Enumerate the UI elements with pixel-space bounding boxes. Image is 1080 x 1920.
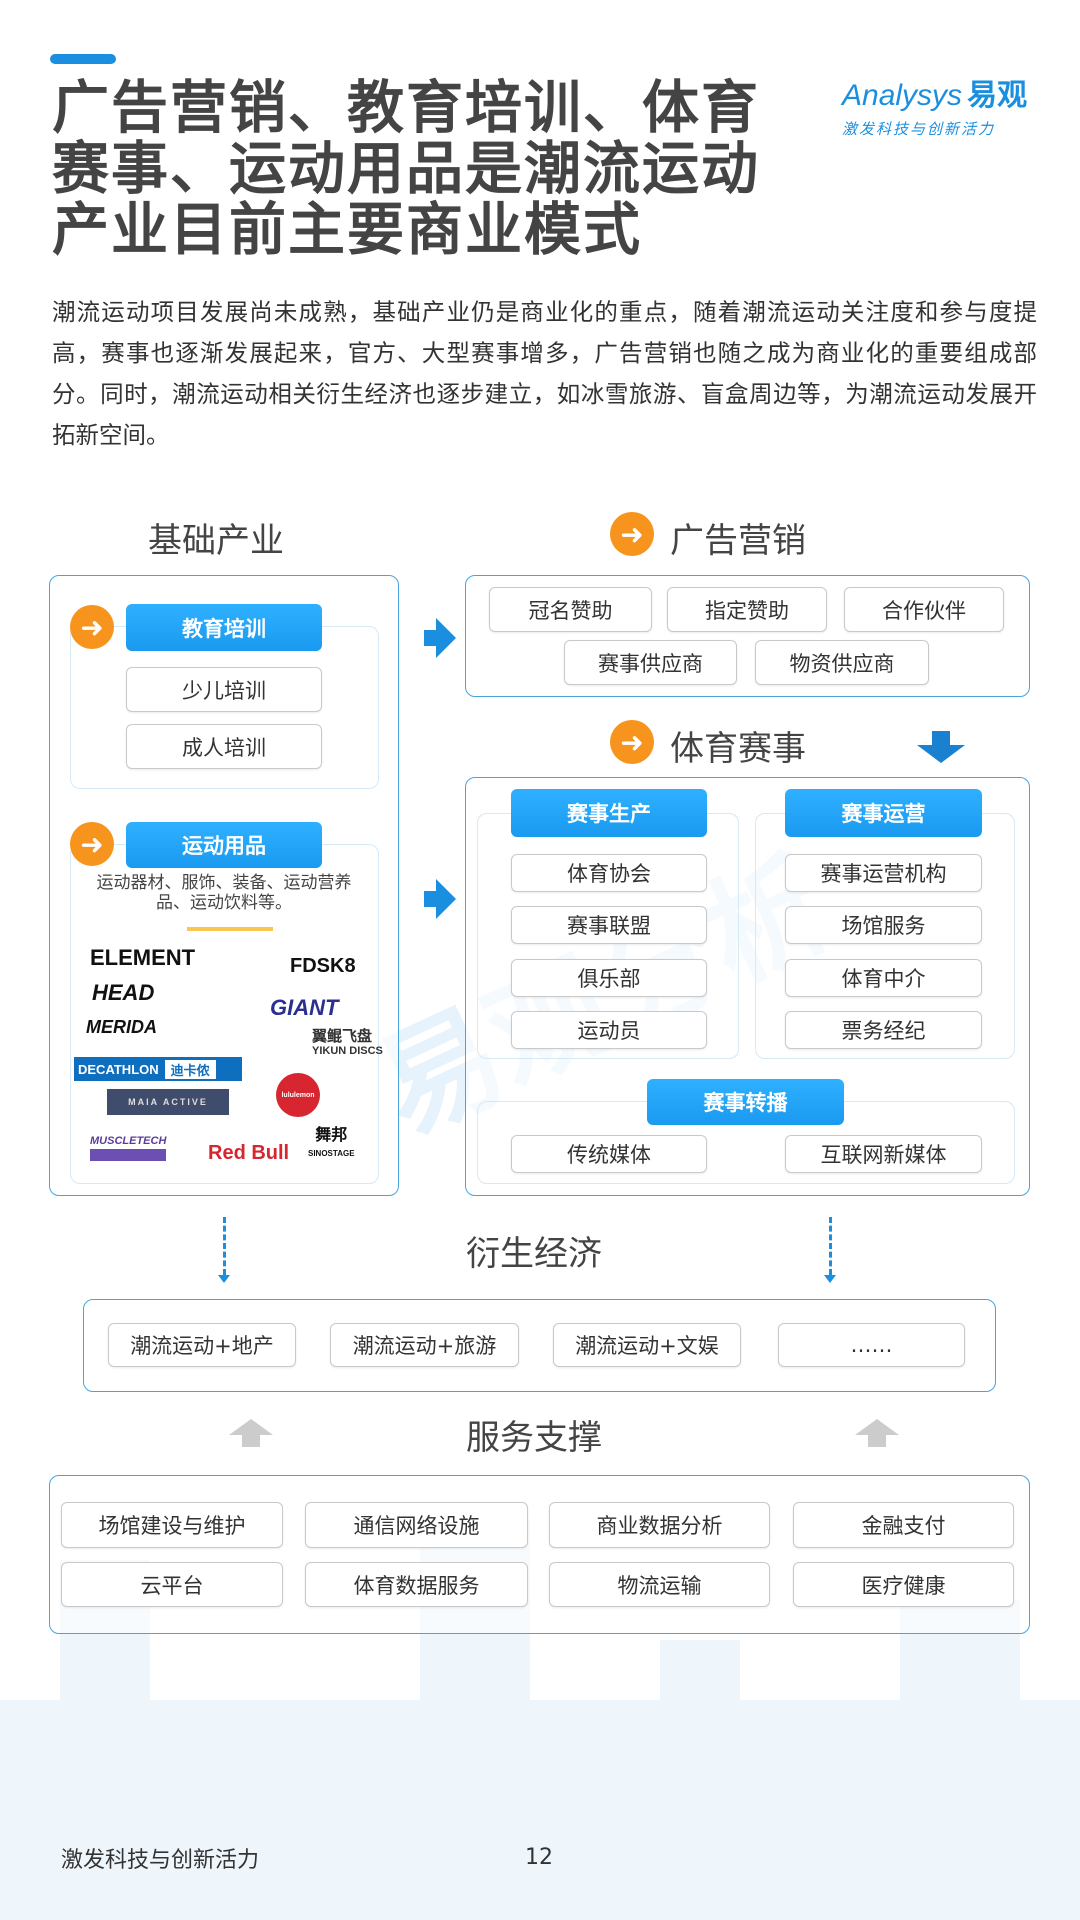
ad-item: 物资供应商 — [755, 640, 929, 685]
support-item: 商业数据分析 — [549, 1502, 770, 1548]
arrow-right-icon — [424, 879, 456, 919]
production-item: 体育协会 — [511, 854, 707, 892]
production-item: 运动员 — [511, 1011, 707, 1049]
arrow-down-icon — [917, 731, 965, 763]
support-item: 云平台 — [61, 1562, 283, 1607]
skyline-decoration — [660, 1640, 740, 1760]
support-item: 金融支付 — [793, 1502, 1014, 1548]
brand-yikun: 翼鲲飞盘 — [312, 1028, 373, 1045]
brand-fdsk8: FDSK8 — [290, 955, 356, 977]
goods-pill: 运动用品 — [126, 822, 322, 868]
support-item: 通信网络设施 — [305, 1502, 528, 1548]
page-number: 12 — [525, 1845, 553, 1870]
production-item: 赛事联盟 — [511, 906, 707, 944]
brand-maia-active: MAIA ACTIVE — [107, 1089, 229, 1115]
education-pill: 教育培训 — [126, 604, 322, 651]
brand-yikun-en: YIKUN DISCS — [312, 1045, 383, 1057]
education-item: 少儿培训 — [126, 667, 322, 712]
arrow-right-icon: ➜ — [610, 512, 654, 556]
ad-item: 赛事供应商 — [564, 640, 737, 685]
footer-slogan: 激发科技与创新活力 — [61, 1848, 260, 1873]
derivative-item: …… — [778, 1323, 965, 1367]
brand-lululemon: lululemon — [276, 1073, 320, 1117]
arrow-right-icon: ➜ — [610, 720, 654, 764]
service-support-heading: 服务支撑 — [466, 1418, 602, 1458]
ad-item: 冠名赞助 — [489, 587, 652, 632]
support-item: 物流运输 — [549, 1562, 770, 1607]
brand-giant: GIANT — [270, 995, 339, 1020]
broadcast-item: 互联网新媒体 — [785, 1135, 982, 1173]
ad-item: 指定赞助 — [667, 587, 827, 632]
arrow-up-icon — [229, 1419, 273, 1447]
dashed-arrow-down-icon — [218, 1217, 230, 1283]
brand-muscletech: MUSCLETECH — [90, 1135, 167, 1161]
operation-pill: 赛事运营 — [785, 789, 982, 837]
ad-marketing-heading: 广告营销 — [670, 521, 806, 561]
production-item: 俱乐部 — [511, 959, 707, 997]
intro-paragraph: 潮流运动项目发展尚未成熟，基础产业仍是商业化的重点，随着潮流运动关注度和参与度提… — [52, 298, 1037, 449]
yellow-underline — [187, 927, 273, 931]
arrow-right-icon — [424, 618, 456, 658]
production-pill: 赛事生产 — [511, 789, 707, 837]
support-item: 医疗健康 — [793, 1562, 1014, 1607]
arrow-right-icon: ➜ — [70, 605, 114, 649]
operation-item: 票务经纪 — [785, 1011, 982, 1049]
brand-head: HEAD — [92, 980, 155, 1005]
support-item: 场馆建设与维护 — [61, 1502, 283, 1548]
derivative-economy-heading: 衍生经济 — [466, 1234, 602, 1274]
operation-item: 场馆服务 — [785, 906, 982, 944]
broadcast-pill: 赛事转播 — [647, 1079, 844, 1125]
ad-item: 合作伙伴 — [844, 587, 1004, 632]
derivative-item: 潮流运动+地产 — [108, 1323, 296, 1367]
brand-element: ELEMENT — [90, 945, 196, 970]
derivative-item: 潮流运动+文娱 — [553, 1323, 741, 1367]
brand-logo: Analysys 易观 激发科技与创新活力 — [842, 78, 1028, 138]
brand-merida: MERIDA — [86, 1017, 157, 1037]
operation-item: 赛事运营机构 — [785, 854, 982, 892]
sports-events-heading: 体育赛事 — [670, 729, 806, 769]
dashed-arrow-down-icon — [824, 1217, 836, 1283]
service-support-box — [49, 1475, 1030, 1634]
derivative-item: 潮流运动+旅游 — [330, 1323, 519, 1367]
page-title: 广告营销、教育培训、体育赛事、运动用品是潮流运动产业目前主要商业模式 — [52, 75, 760, 263]
goods-description: 运动器材、服饰、装备、运动营养品、运动饮料等。 — [96, 873, 352, 913]
support-item: 体育数据服务 — [305, 1562, 528, 1607]
arrow-right-icon: ➜ — [70, 822, 114, 866]
arrow-up-icon — [855, 1419, 899, 1447]
education-item: 成人培训 — [126, 724, 322, 769]
basic-industry-heading: 基础产业 — [148, 521, 284, 561]
brand-redbull: Red Bull — [208, 1142, 290, 1164]
broadcast-item: 传统媒体 — [511, 1135, 707, 1173]
operation-item: 体育中介 — [785, 959, 982, 997]
title-accent-bar — [50, 54, 116, 64]
